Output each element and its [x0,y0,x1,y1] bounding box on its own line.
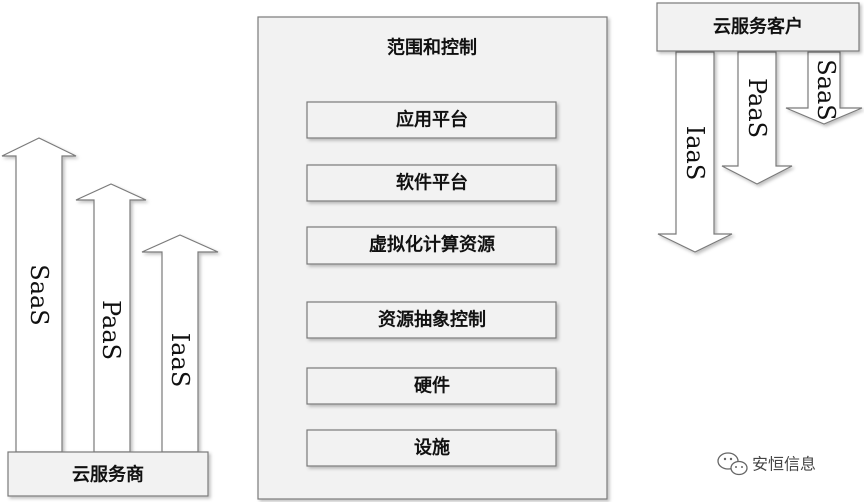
provider-iaas-label: IaaS [166,333,194,388]
provider-box: 云服务商 [7,451,209,497]
scope-panel: 范围和控制 应用平台 软件平台 虚拟化计算资源 资源抽象控制 硬件 设施 [257,16,608,500]
layer-label: 应用平台 [396,109,468,131]
provider-arrows-group: SaaS PaaS IaaS [1,137,219,453]
layer-label: 虚拟化计算资源 [369,234,495,256]
layer-virtualized-compute: 虚拟化计算资源 [306,226,557,265]
layer-resource-abstraction: 资源抽象控制 [306,301,557,339]
customer-iaas-label: IaaS [681,126,709,181]
layer-hardware: 硬件 [306,367,557,405]
provider-paas-label: PaaS [97,300,125,360]
provider-paas-arrow: PaaS [75,183,147,453]
customer-label: 云服务客户 [713,16,803,38]
customer-box: 云服务客户 [656,2,860,52]
layer-label: 软件平台 [396,172,468,194]
provider-label: 云服务商 [72,464,144,486]
provider-saas-label: SaaS [25,264,53,326]
customer-paas-arrow: PaaS [721,51,793,185]
customer-saas-arrow: SaaS [785,51,863,125]
customer-arrows-group: SaaS PaaS IaaS [657,51,863,253]
layer-software-platform: 软件平台 [306,164,557,202]
layer-label: 硬件 [414,375,450,397]
watermark-text: 安恒信息 [752,455,816,474]
customer-paas-label: PaaS [743,78,771,138]
layer-facility: 设施 [306,429,557,467]
layer-label: 资源抽象控制 [378,309,486,331]
customer-saas-label: SaaS [812,59,840,121]
watermark: 安恒信息 [717,452,816,476]
scope-title: 范围和控制 [387,37,477,59]
layer-application-platform: 应用平台 [306,101,557,139]
provider-saas-arrow: SaaS [1,137,77,453]
layer-label: 设施 [414,437,450,459]
provider-iaas-arrow: IaaS [141,234,219,453]
wechat-icon [717,452,748,476]
customer-iaas-arrow: IaaS [657,51,733,253]
